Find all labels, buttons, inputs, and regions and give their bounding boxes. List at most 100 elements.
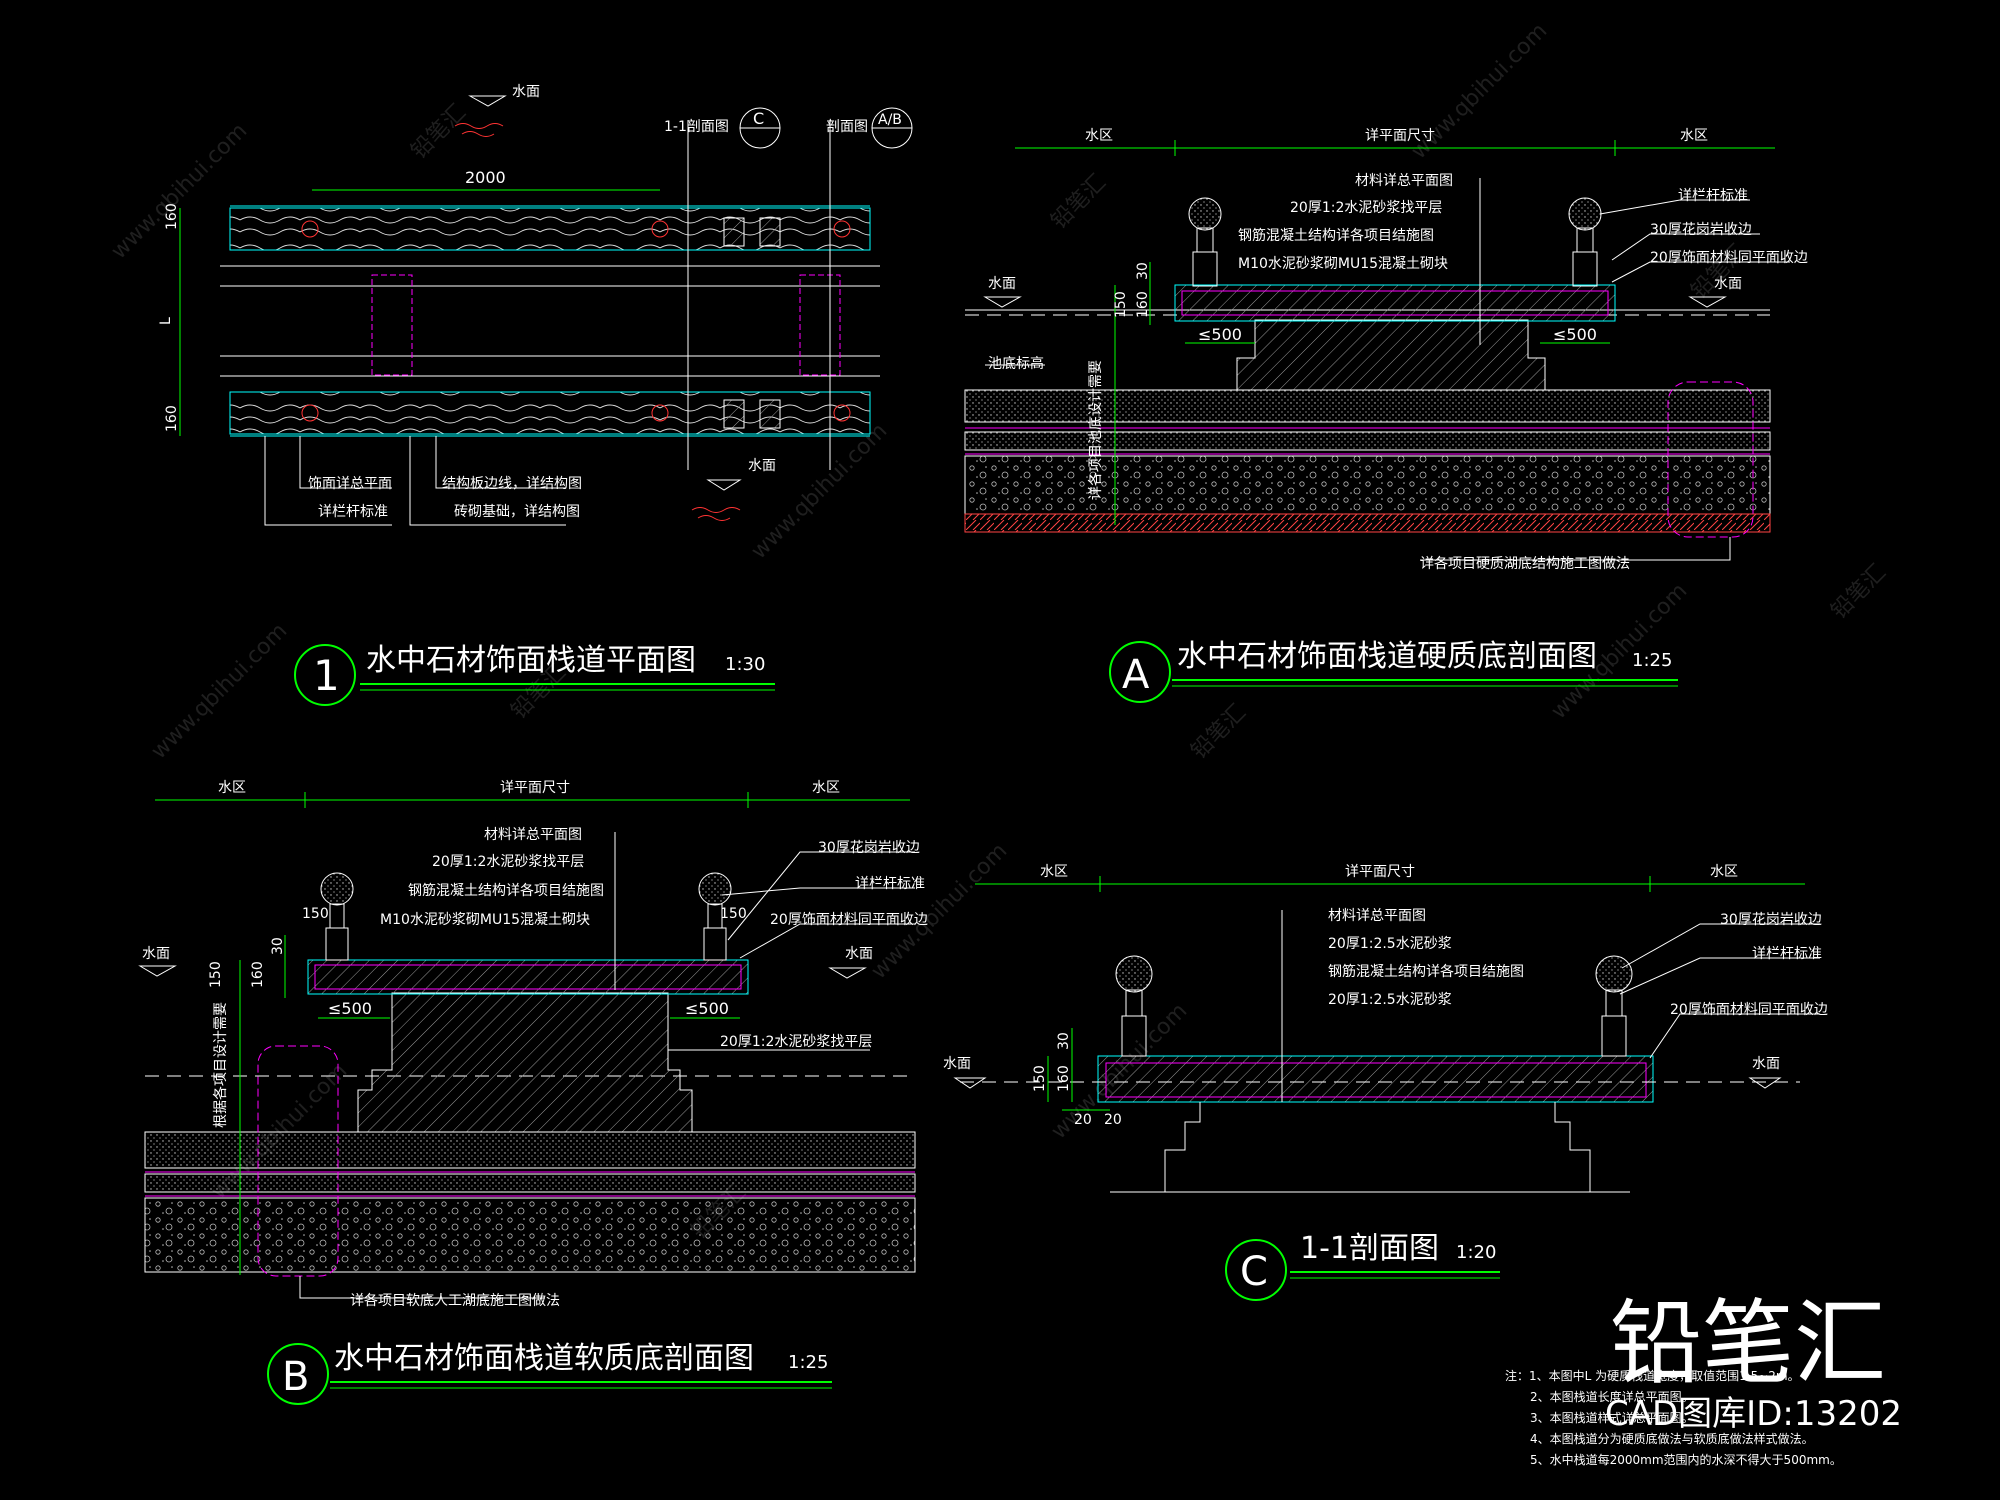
brand-id: CAD图库ID:13202 <box>1605 1394 1902 1434</box>
plan-section-ref-ab: 剖面图 <box>826 119 868 135</box>
secA-dim-500-right: ≤500 <box>1553 325 1597 344</box>
secB-note-right-1: 详栏杆标准 <box>855 876 925 892</box>
watermark-text: www.qbihui.com <box>147 619 293 765</box>
secA-note-1: 20厚1:2水泥砂浆找平层 <box>1290 200 1442 216</box>
plan-note-left-1: 饰面详总平面 <box>308 476 392 492</box>
secA-note-right-1: 30厚花岗岩收边 <box>1650 222 1752 238</box>
plan-dim-160-bot: 160 <box>164 405 180 432</box>
plan-note-mid-2: 砖砌基础，详结构图 <box>454 503 580 520</box>
plan-title: 水中石材饰面栈道平面图 <box>366 643 696 678</box>
secB-note-1: 20厚1:2水泥砂浆找平层 <box>432 854 584 870</box>
brand-name: 铅笔汇 <box>1610 1290 1886 1397</box>
plan-water2-label: 水面 <box>748 458 776 474</box>
note-line-2: 3、本图栈道样式详总平面图。 <box>1530 1410 1694 1425</box>
secC-zone-left: 水区 <box>1040 864 1068 880</box>
secB-dim-500-right: ≤500 <box>685 999 729 1018</box>
secB-zone-left: 水区 <box>218 780 246 796</box>
secB-railing-right <box>698 872 732 961</box>
secA-water-right: 水面 <box>1714 276 1742 292</box>
secA-zone-right: 水区 <box>1680 128 1708 144</box>
secA-note-2: 钢筋混凝土结构详各项目结施图 <box>1238 227 1434 244</box>
general-notes: 注：1、本图中L 为硬质栈道宽度，取值范围1.5~2m。 2、本图栈道长度详总平… <box>1505 1368 1842 1467</box>
secC-zone-right: 水区 <box>1710 864 1738 880</box>
note-line-4: 5、水中栈道每2000mm范围内的水深不得大于500mm。 <box>1530 1452 1842 1467</box>
secA-bottom-note: 详各项目硬质湖底结构施工图做法 <box>1420 556 1630 572</box>
secC-note-1: 20厚1:2.5水泥砂浆 <box>1328 936 1452 952</box>
secB-dim-150-left: 150 <box>302 906 329 922</box>
plan-note-mid-1: 结构板边线，详结构图 <box>442 476 582 492</box>
plan-dim-L: L <box>158 317 174 325</box>
secA-dim-500-left: ≤500 <box>1198 325 1242 344</box>
plan-dim-160-top: 160 <box>164 203 180 230</box>
secB-water-left: 水面 <box>142 946 170 962</box>
secC-dim-20b: 20 <box>1104 1112 1122 1128</box>
secA-dim-150: 150 <box>1113 291 1129 318</box>
secB-note-right-0: 30厚花岗岩收边 <box>818 840 920 856</box>
secC-dim-160: 160 <box>1056 1065 1072 1092</box>
watermark-text: 铅笔汇 <box>1047 170 1111 234</box>
secB-note-3: M10水泥砂浆砌MU15混凝土砌块 <box>380 912 590 928</box>
secA-zone-mid: 详平面尺寸 <box>1365 128 1435 144</box>
secB-water-right: 水面 <box>845 946 873 962</box>
secB-dim-30: 30 <box>270 937 286 955</box>
section-b-drawing: 水区 详平面尺寸 水区 材料详总平面图 20厚1:2水泥砂浆找平层 钢筋混凝土结… <box>138 780 928 1405</box>
secB-note-right-2: 20厚饰面材料同平面收边 <box>770 912 928 928</box>
secB-vertical-note: 根据各项目设计需要 <box>213 1002 229 1128</box>
secB-dim-150: 150 <box>208 961 224 988</box>
secC-railing-left <box>1115 955 1153 1057</box>
secB-note-2: 钢筋混凝土结构详各项目结施图 <box>408 882 604 899</box>
plan-drawing: 水面 2000 160 160 L 1-1剖面图 C <box>158 84 913 706</box>
secB-dim-500-left: ≤500 <box>328 999 372 1018</box>
secC-dim-30: 30 <box>1056 1032 1072 1050</box>
secB-zone-right: 水区 <box>812 780 840 796</box>
note-line-1: 2、本图栈道长度详总平面图。 <box>1530 1389 1694 1404</box>
secB-dim-150-right: 150 <box>720 906 747 922</box>
secA-title: 水中石材饰面栈道硬质底剖面图 <box>1177 639 1597 674</box>
secC-zone-mid: 详平面尺寸 <box>1345 864 1415 880</box>
secA-water-left: 水面 <box>988 276 1016 292</box>
secA-note-right-2: 20厚饰面材料同平面收边 <box>1650 250 1808 266</box>
secC-note-right-0: 30厚花岗岩收边 <box>1720 912 1822 928</box>
secB-bottom-note: 详各项目软底人工湖底施工图做法 <box>350 1293 560 1309</box>
secC-note-right-1: 详栏杆标准 <box>1752 946 1822 962</box>
secC-water-left: 水面 <box>943 1056 971 1072</box>
secB-badge: B <box>282 1354 309 1400</box>
section-c-drawing: 水区 详平面尺寸 水区 材料详总平面图 20厚1:2.5水泥砂浆 钢筋混凝土结构… <box>943 864 1828 1301</box>
watermark-text: 铅笔汇 <box>407 100 471 164</box>
secA-zone-left: 水区 <box>1085 128 1113 144</box>
secB-title: 水中石材饰面栈道软质底剖面图 <box>334 1341 754 1376</box>
secC-badge: C <box>1240 1249 1268 1295</box>
secA-note-3: M10水泥砂浆砌MU15混凝土砌块 <box>1238 256 1448 272</box>
plan-badge: 1 <box>313 651 340 700</box>
watermark-text: www.qbihui.com <box>747 419 893 565</box>
section-a-drawing: 水区 详平面尺寸 水区 材料详总平面图 20厚1 <box>964 128 1808 703</box>
secC-water-right: 水面 <box>1752 1056 1780 1072</box>
secA-railing-right <box>1568 197 1602 287</box>
secA-note-right-0: 详栏杆标准 <box>1678 188 1748 204</box>
watermark-text: 铅笔汇 <box>1827 560 1891 624</box>
plan-water-label: 水面 <box>512 84 540 100</box>
secC-dim-20a: 20 <box>1074 1112 1092 1128</box>
plan-scale: 1:30 <box>725 654 765 675</box>
secA-badge: A <box>1122 652 1150 698</box>
secB-zone-mid: 详平面尺寸 <box>500 780 570 796</box>
secB-note-step: 20厚1:2水泥砂浆找平层 <box>720 1034 872 1050</box>
secC-notes: 材料详总平面图 20厚1:2.5水泥砂浆 钢筋混凝土结构详各项目结施图 20厚1… <box>1328 908 1524 1008</box>
secB-dim-160: 160 <box>250 961 266 988</box>
secC-note-0: 材料详总平面图 <box>1328 908 1426 924</box>
secC-dim-150: 150 <box>1032 1065 1048 1092</box>
plan-dim-2000: 2000 <box>465 168 506 187</box>
plan-ref-ab: A/B <box>878 112 902 128</box>
secA-scale: 1:25 <box>1632 650 1672 671</box>
secA-railing-left <box>1188 197 1222 287</box>
secB-railing-left <box>320 872 354 961</box>
secB-note-0: 材料详总平面图 <box>484 827 582 843</box>
secB-scale: 1:25 <box>788 1352 828 1373</box>
plan-section-ref-11: 1-1剖面图 <box>664 119 729 135</box>
secA-vertical-note: 详各项目池底设计需要 <box>1088 360 1104 500</box>
watermark-text: 铅笔汇 <box>1187 700 1251 764</box>
secB-notes: 材料详总平面图 20厚1:2水泥砂浆找平层 钢筋混凝土结构详各项目结施图 M10… <box>380 827 604 928</box>
secA-notes: 材料详总平面图 20厚1:2水泥砂浆找平层 钢筋混凝土结构详各项目结施图 M10… <box>1238 173 1453 272</box>
secC-title: 1-1剖面图 <box>1300 1231 1439 1266</box>
